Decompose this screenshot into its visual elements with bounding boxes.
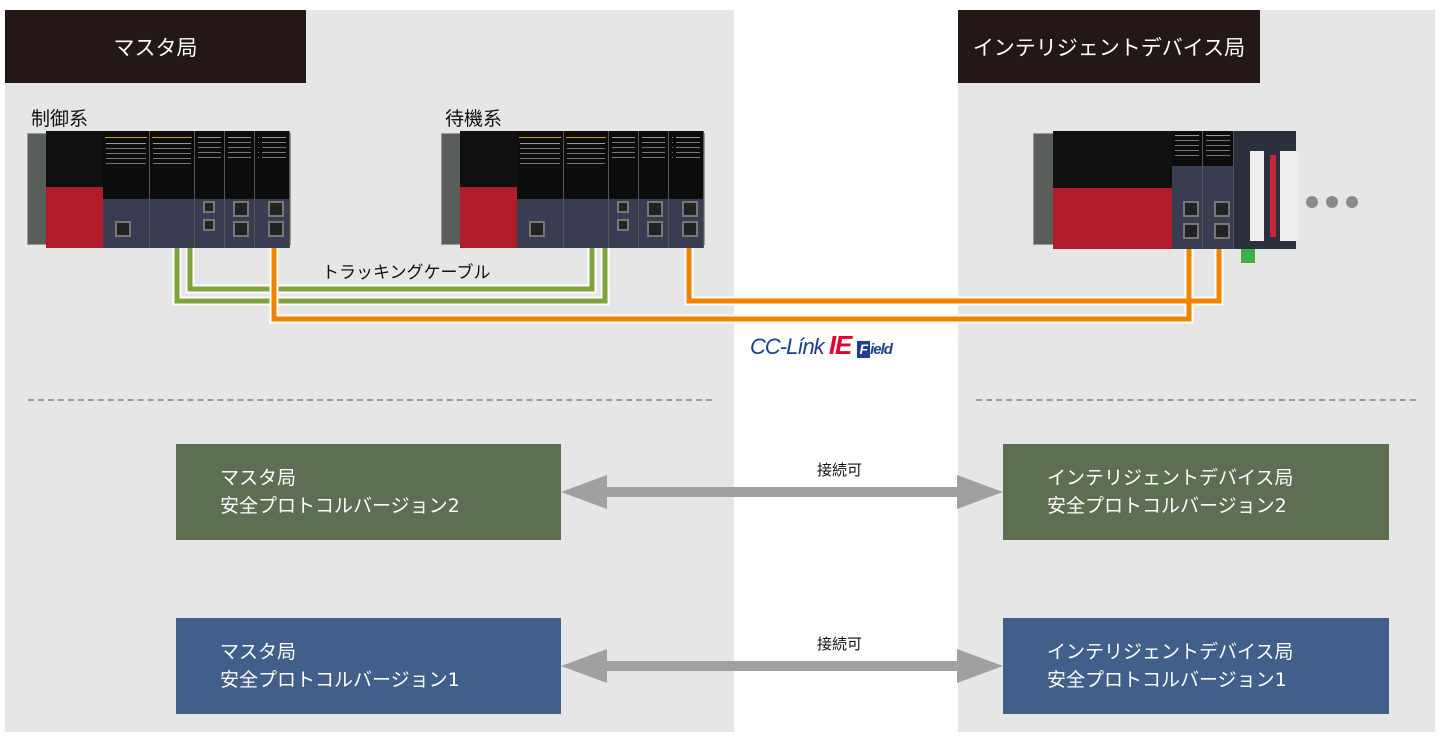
device-station-title: インテリジェントデバイス局 [972,35,1246,60]
logo-field-badge: F [856,341,871,358]
tracking-cable-label: トラッキングケーブル [322,263,491,283]
master-station-header: マスタ局 [5,10,306,83]
device-v2-line1: インテリジェントデバイス局 [1047,467,1294,489]
plc-intelligent-device [1033,131,1303,249]
master-v1-box: マスタ局 安全プロトコルバージョン1 [176,618,561,714]
plc-standby-system [441,131,707,248]
dot-icon [1346,196,1358,208]
control-system-label: 制御系 [31,108,89,130]
device-station-panel [958,10,1435,732]
master-v1-line1: マスタ局 [220,641,297,663]
master-v1-line2: 安全プロトコルバージョン1 [220,669,460,691]
logo-ie: IE [828,330,853,360]
device-v2-line2: 安全プロトコルバージョン2 [1047,495,1287,517]
device-v2-box: インテリジェントデバイス局 安全プロトコルバージョン2 [1003,444,1389,540]
dot-icon [1326,196,1338,208]
device-v1-line2: 安全プロトコルバージョン1 [1047,669,1287,691]
connectable-label-v2: 接続可 [817,461,863,479]
separator-right [976,399,1416,401]
master-station-panel [5,10,734,732]
device-station-header: インテリジェントデバイス局 [958,10,1260,83]
master-station-title: マスタ局 [113,35,198,60]
master-v2-box: マスタ局 安全プロトコルバージョン2 [176,444,561,540]
standby-system-label: 待機系 [445,108,503,130]
master-v2-line1: マスタ局 [220,467,297,489]
logo-field: ield [870,341,893,358]
separator-left [28,399,712,401]
connectable-label-v1: 接続可 [817,635,863,653]
plc-control-system [27,131,293,248]
more-modules-dots [1306,193,1366,212]
master-v2-line2: 安全プロトコルバージョン2 [220,495,460,517]
logo-cclink: CC-Línk [750,334,825,359]
dot-icon [1306,196,1318,208]
device-v1-line1: インテリジェントデバイス局 [1047,641,1294,663]
device-v1-box: インテリジェントデバイス局 安全プロトコルバージョン1 [1003,618,1389,714]
